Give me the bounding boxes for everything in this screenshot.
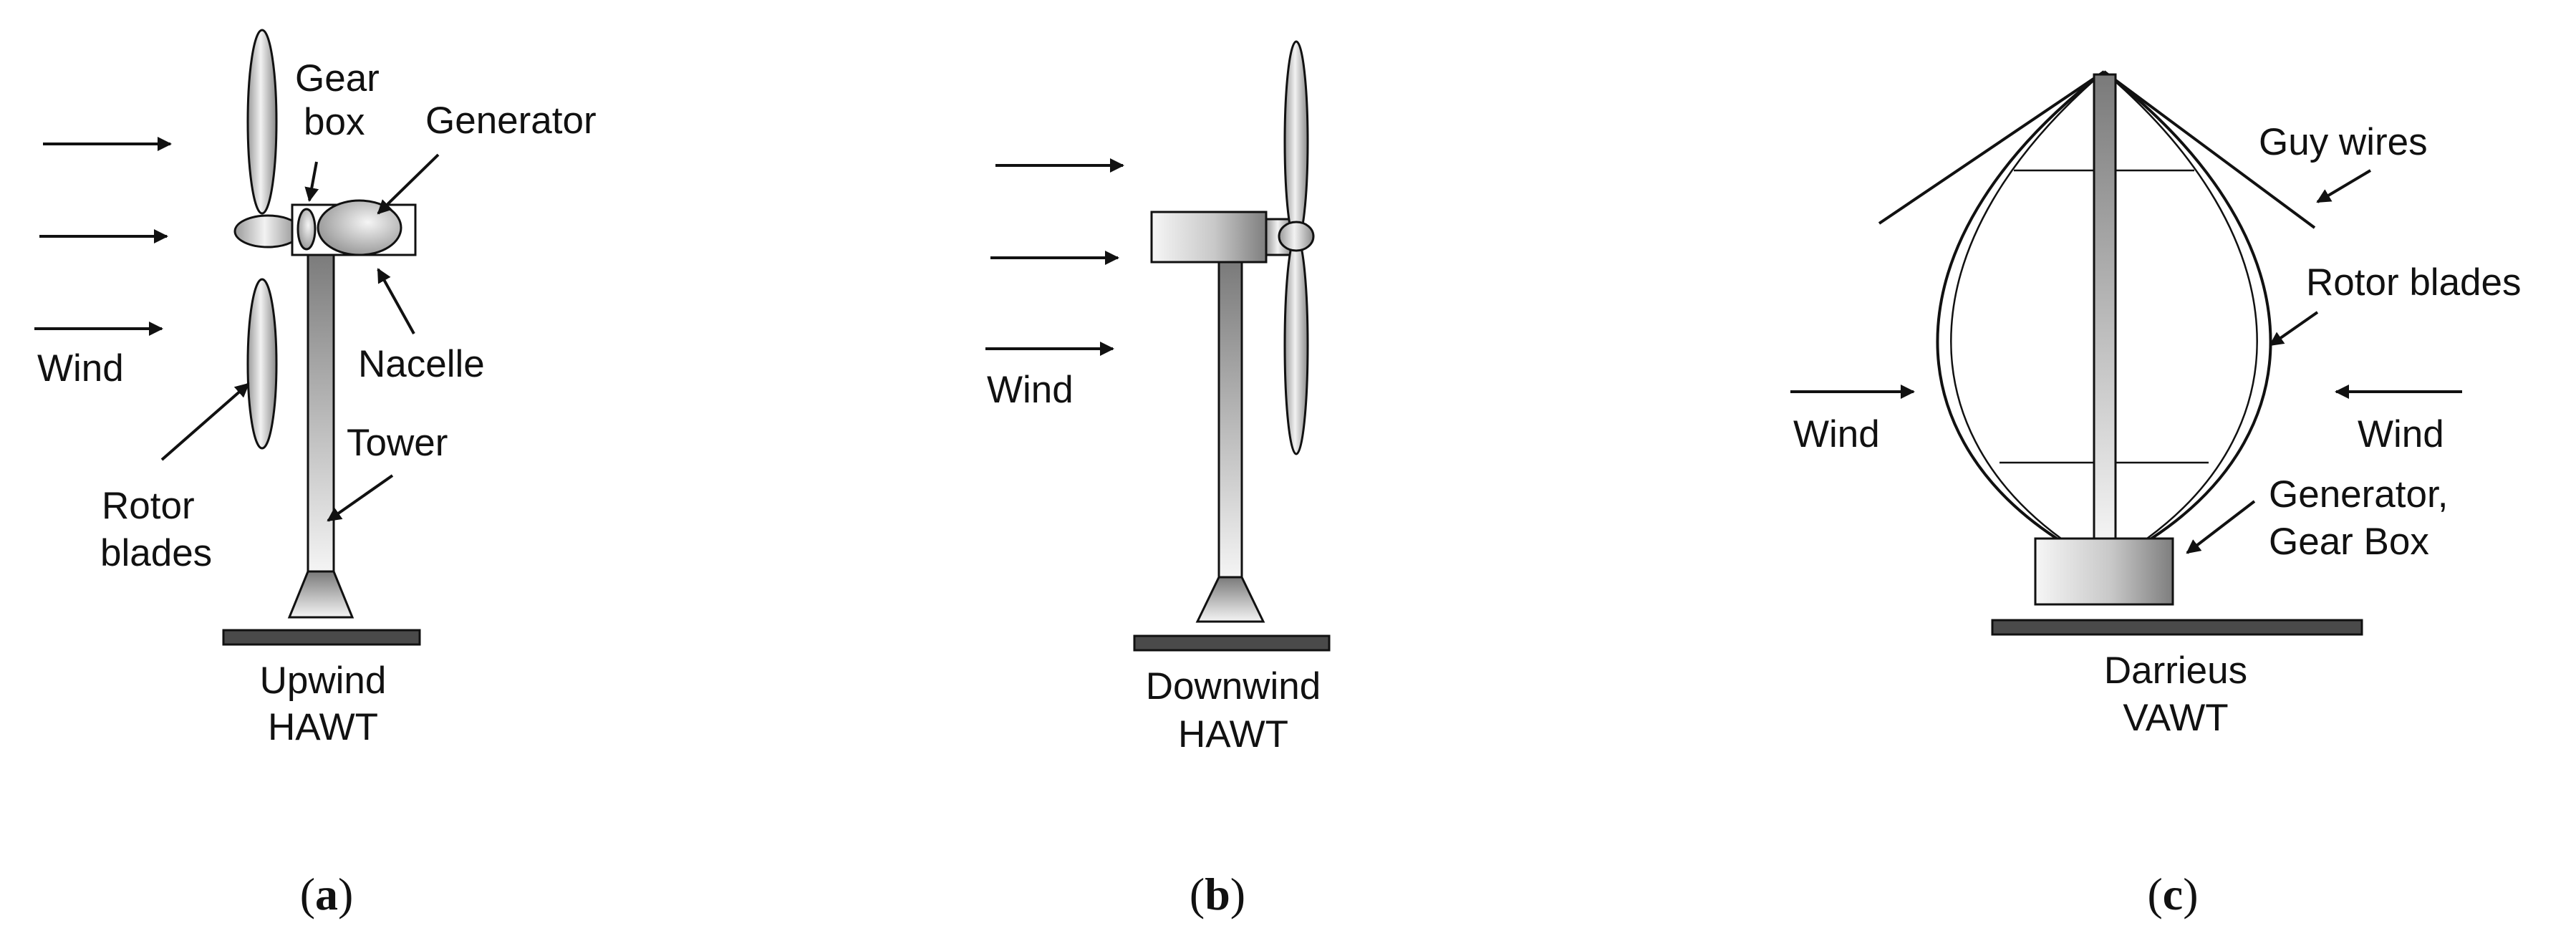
- rotor-hub: [233, 214, 302, 248]
- ground-base: [222, 629, 421, 646]
- guy-wire-right: [2103, 70, 2316, 229]
- rotor-blade-top: [246, 29, 278, 215]
- caption-c: (c): [2147, 869, 2198, 919]
- tower-foot: [1195, 576, 1265, 623]
- wind-label-right: Wind: [2358, 413, 2444, 455]
- generator-pointer: [377, 153, 440, 215]
- rotor-blade-bottom: [1283, 235, 1309, 455]
- generator-pointer: [2186, 500, 2256, 554]
- rotor-blade-right-inner: [2103, 71, 2258, 540]
- ground-base: [1133, 634, 1331, 652]
- panel-downwind-hawt: Wind Downwind HAWT (b): [985, 40, 1331, 919]
- rotor-blade-left-inner: [1950, 71, 2105, 540]
- tower: [307, 249, 335, 573]
- rotor-blades-label: Rotor: [102, 485, 195, 527]
- ground-base: [1991, 619, 2363, 636]
- panel-title-2: HAWT: [268, 706, 378, 748]
- guy-wires-pointer: [2316, 169, 2372, 203]
- nacelle: [1150, 211, 1268, 264]
- panel-title-2: VAWT: [2123, 697, 2228, 739]
- wind-label-left: Wind: [1793, 413, 1880, 455]
- panel-title: Darrieus: [2104, 650, 2247, 692]
- nacelle-pointer: [377, 268, 415, 334]
- rotor-blade-right-outer: [2103, 70, 2272, 540]
- generator-label-2: Gear Box: [2269, 521, 2429, 563]
- nacelle-label: Nacelle: [358, 343, 485, 385]
- rotor-hub: [1278, 221, 1315, 252]
- central-mast: [2093, 73, 2117, 543]
- gearbox: [296, 208, 317, 251]
- panel-title: Downwind: [1146, 665, 1321, 708]
- gear-box-pointer: [304, 161, 319, 202]
- caption-letter: a: [315, 869, 338, 919]
- rotor-blade-top: [1283, 40, 1309, 243]
- caption-a: (a): [300, 869, 354, 919]
- rotor-blade-bottom: [246, 278, 278, 450]
- panel-title: Upwind: [260, 660, 387, 702]
- guy-wire-left: [1878, 70, 2105, 225]
- tower-foot: [287, 570, 354, 619]
- rotor-blades-label-2: blades: [100, 532, 212, 574]
- generator-label: Generator: [425, 100, 597, 142]
- generator-gearbox: [2034, 537, 2174, 606]
- generator-label: Generator,: [2269, 473, 2448, 516]
- tower-pointer: [327, 474, 394, 522]
- tower: [1217, 259, 1243, 579]
- caption-letter: b: [1205, 869, 1230, 919]
- caption-b: (b): [1190, 869, 1245, 919]
- tower-label: Tower: [347, 422, 448, 464]
- gear-box-label-2: box: [304, 101, 365, 143]
- wind-label: Wind: [987, 369, 1074, 411]
- panel-title-2: HAWT: [1178, 713, 1288, 756]
- gear-box-label: Gear: [295, 57, 380, 100]
- caption-letter: c: [2163, 869, 2183, 919]
- guy-wires-label: Guy wires: [2259, 121, 2428, 163]
- panel-upwind-hawt: Wind Gear box Generator Nacelle Tower Ro…: [34, 29, 597, 919]
- rotor-blades-label: Rotor blades: [2306, 261, 2522, 304]
- rotor-blade-left-outer: [1936, 70, 2105, 540]
- wind-label: Wind: [37, 347, 124, 390]
- rotor-blades-pointer: [160, 382, 250, 461]
- rotor-blades-pointer: [2269, 311, 2319, 347]
- panel-darrieus-vawt: Guy wires Rotor blades Wind Wind Generat…: [1790, 70, 2522, 919]
- generator: [317, 199, 402, 256]
